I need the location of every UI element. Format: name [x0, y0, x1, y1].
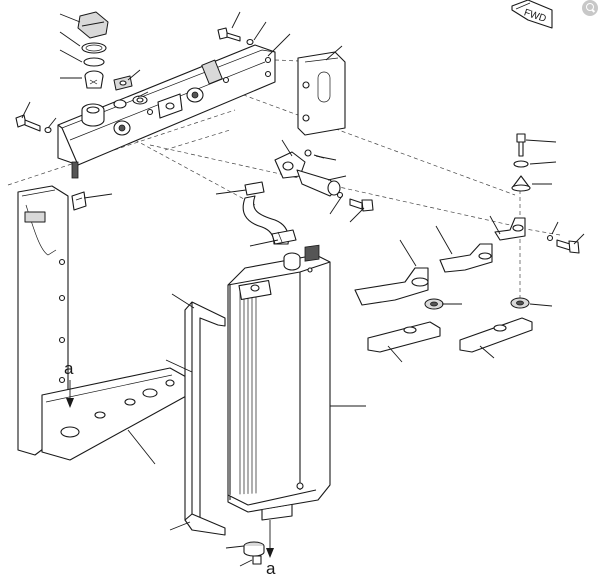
- radiator-core: [227, 244, 331, 521]
- marker-a-bottom-label: a: [266, 559, 276, 578]
- leader-lines: [21, 11, 585, 567]
- coolant-hose: [242, 181, 297, 245]
- reference-marker-bottom: a: [266, 520, 276, 578]
- mount-bolt-stack: [511, 133, 580, 254]
- header-washers: [113, 75, 133, 91]
- right-brackets: [354, 217, 526, 306]
- header-bolts: [15, 27, 254, 134]
- header-fittings: [81, 87, 204, 136]
- reference-marker-top: a: [64, 359, 74, 408]
- outlet-elbow: [274, 149, 374, 212]
- drain-plug: [243, 541, 265, 565]
- upper-support-bracket: [297, 51, 346, 136]
- fwd-tag: FWD: [511, 0, 553, 29]
- mounting-pads: [367, 297, 533, 353]
- marker-a-top-label: a: [64, 359, 74, 378]
- search-icon[interactable]: [582, 0, 598, 16]
- radiator-cap-stack: [77, 11, 109, 89]
- side-seal-strip: [184, 301, 226, 536]
- side-clip: [71, 191, 87, 211]
